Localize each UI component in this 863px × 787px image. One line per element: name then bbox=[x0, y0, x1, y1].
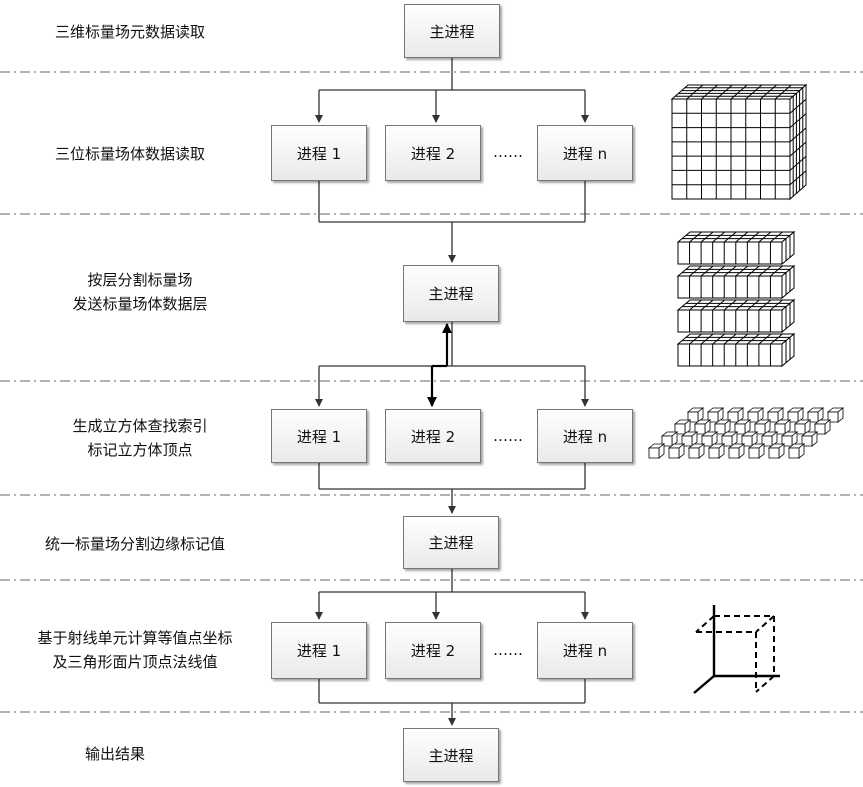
main-process-box-1: 主进程 bbox=[404, 4, 500, 58]
process-1-label: 进程 1 bbox=[297, 640, 341, 661]
main-process-label: 主进程 bbox=[428, 745, 473, 766]
process-2-label: 进程 2 bbox=[411, 640, 455, 661]
small-cube-front bbox=[709, 448, 719, 458]
bidirectional-link bbox=[432, 324, 447, 406]
process-n-box-stage-2: 进程 n bbox=[537, 125, 633, 181]
voxel-layers-illustration bbox=[678, 232, 794, 366]
small-cube-front bbox=[649, 448, 659, 458]
voxel-grid-illustration bbox=[672, 85, 806, 199]
stage-label-5-line-1: 统一标量场分割边缘标记值 bbox=[10, 532, 260, 556]
ellipsis-stage-2: …… bbox=[493, 143, 523, 161]
stage-label-3: 按层分割标量场 发送标量场体数据层 bbox=[20, 268, 260, 316]
process-2-box-stage-4: 进程 2 bbox=[385, 409, 481, 463]
stage-label-7-line-1: 输出结果 bbox=[20, 742, 210, 766]
small-cube-front bbox=[749, 448, 759, 458]
process-n-box-stage-4: 进程 n bbox=[537, 409, 633, 463]
main-process-label: 主进程 bbox=[428, 283, 473, 304]
stage-label-5: 统一标量场分割边缘标记值 bbox=[10, 532, 260, 556]
stage-label-2: 三位标量场体数据读取 bbox=[20, 142, 240, 166]
process-n-label: 进程 n bbox=[563, 143, 607, 164]
small-cube-front bbox=[769, 448, 779, 458]
cube-array-illustration bbox=[649, 408, 843, 458]
ellipsis-stage-4: …… bbox=[493, 427, 523, 445]
stage-label-2-line-1: 三位标量场体数据读取 bbox=[20, 142, 240, 166]
process-1-label: 进程 1 bbox=[297, 143, 341, 164]
process-2-label: 进程 2 bbox=[411, 426, 455, 447]
stage-label-6: 基于射线单元计算等值点坐标 及三角形面片顶点法线值 bbox=[10, 626, 260, 674]
box-front-face bbox=[678, 310, 782, 332]
process-2-label: 进程 2 bbox=[411, 143, 455, 164]
main-process-box-3: 主进程 bbox=[403, 516, 499, 569]
stage-label-6-line-2: 及三角形面片顶点法线值 bbox=[10, 650, 260, 674]
stage-label-4-line-2: 标记立方体顶点 bbox=[20, 438, 260, 462]
small-cube-front bbox=[729, 448, 739, 458]
dashed-cube-illustration bbox=[694, 605, 780, 693]
main-process-label: 主进程 bbox=[428, 532, 473, 553]
box-front-face bbox=[678, 344, 782, 366]
small-cube-front bbox=[689, 448, 699, 458]
stage-label-3-line-1: 按层分割标量场 bbox=[20, 268, 260, 292]
process-2-box-stage-6: 进程 2 bbox=[385, 622, 481, 679]
box-front-face bbox=[678, 276, 782, 298]
main-process-label: 主进程 bbox=[429, 21, 474, 42]
process-1-box-stage-4: 进程 1 bbox=[271, 409, 367, 463]
main-process-box-2: 主进程 bbox=[403, 265, 499, 322]
process-1-box-stage-2: 进程 1 bbox=[271, 125, 367, 181]
stage-label-3-line-2: 发送标量场体数据层 bbox=[20, 292, 260, 316]
small-cube-front bbox=[789, 448, 799, 458]
box-front-face bbox=[678, 242, 782, 264]
main-process-box-4: 主进程 bbox=[403, 728, 499, 782]
stage-label-1-line-1: 三维标量场元数据读取 bbox=[20, 20, 240, 44]
process-1-box-stage-6: 进程 1 bbox=[271, 622, 367, 679]
process-1-label: 进程 1 bbox=[297, 426, 341, 447]
box-side-face bbox=[790, 85, 806, 199]
process-n-label: 进程 n bbox=[563, 640, 607, 661]
ellipsis-stage-6: …… bbox=[493, 641, 523, 659]
small-cube-front bbox=[669, 448, 679, 458]
process-n-box-stage-6: 进程 n bbox=[537, 622, 633, 679]
stage-label-4: 生成立方体查找索引 标记立方体顶点 bbox=[20, 414, 260, 462]
process-2-box-stage-2: 进程 2 bbox=[385, 125, 481, 181]
stage-label-1: 三维标量场元数据读取 bbox=[20, 20, 240, 44]
stage-label-6-line-1: 基于射线单元计算等值点坐标 bbox=[10, 626, 260, 650]
stage-label-7: 输出结果 bbox=[20, 742, 210, 766]
process-n-label: 进程 n bbox=[563, 426, 607, 447]
stage-label-4-line-1: 生成立方体查找索引 bbox=[20, 414, 260, 438]
